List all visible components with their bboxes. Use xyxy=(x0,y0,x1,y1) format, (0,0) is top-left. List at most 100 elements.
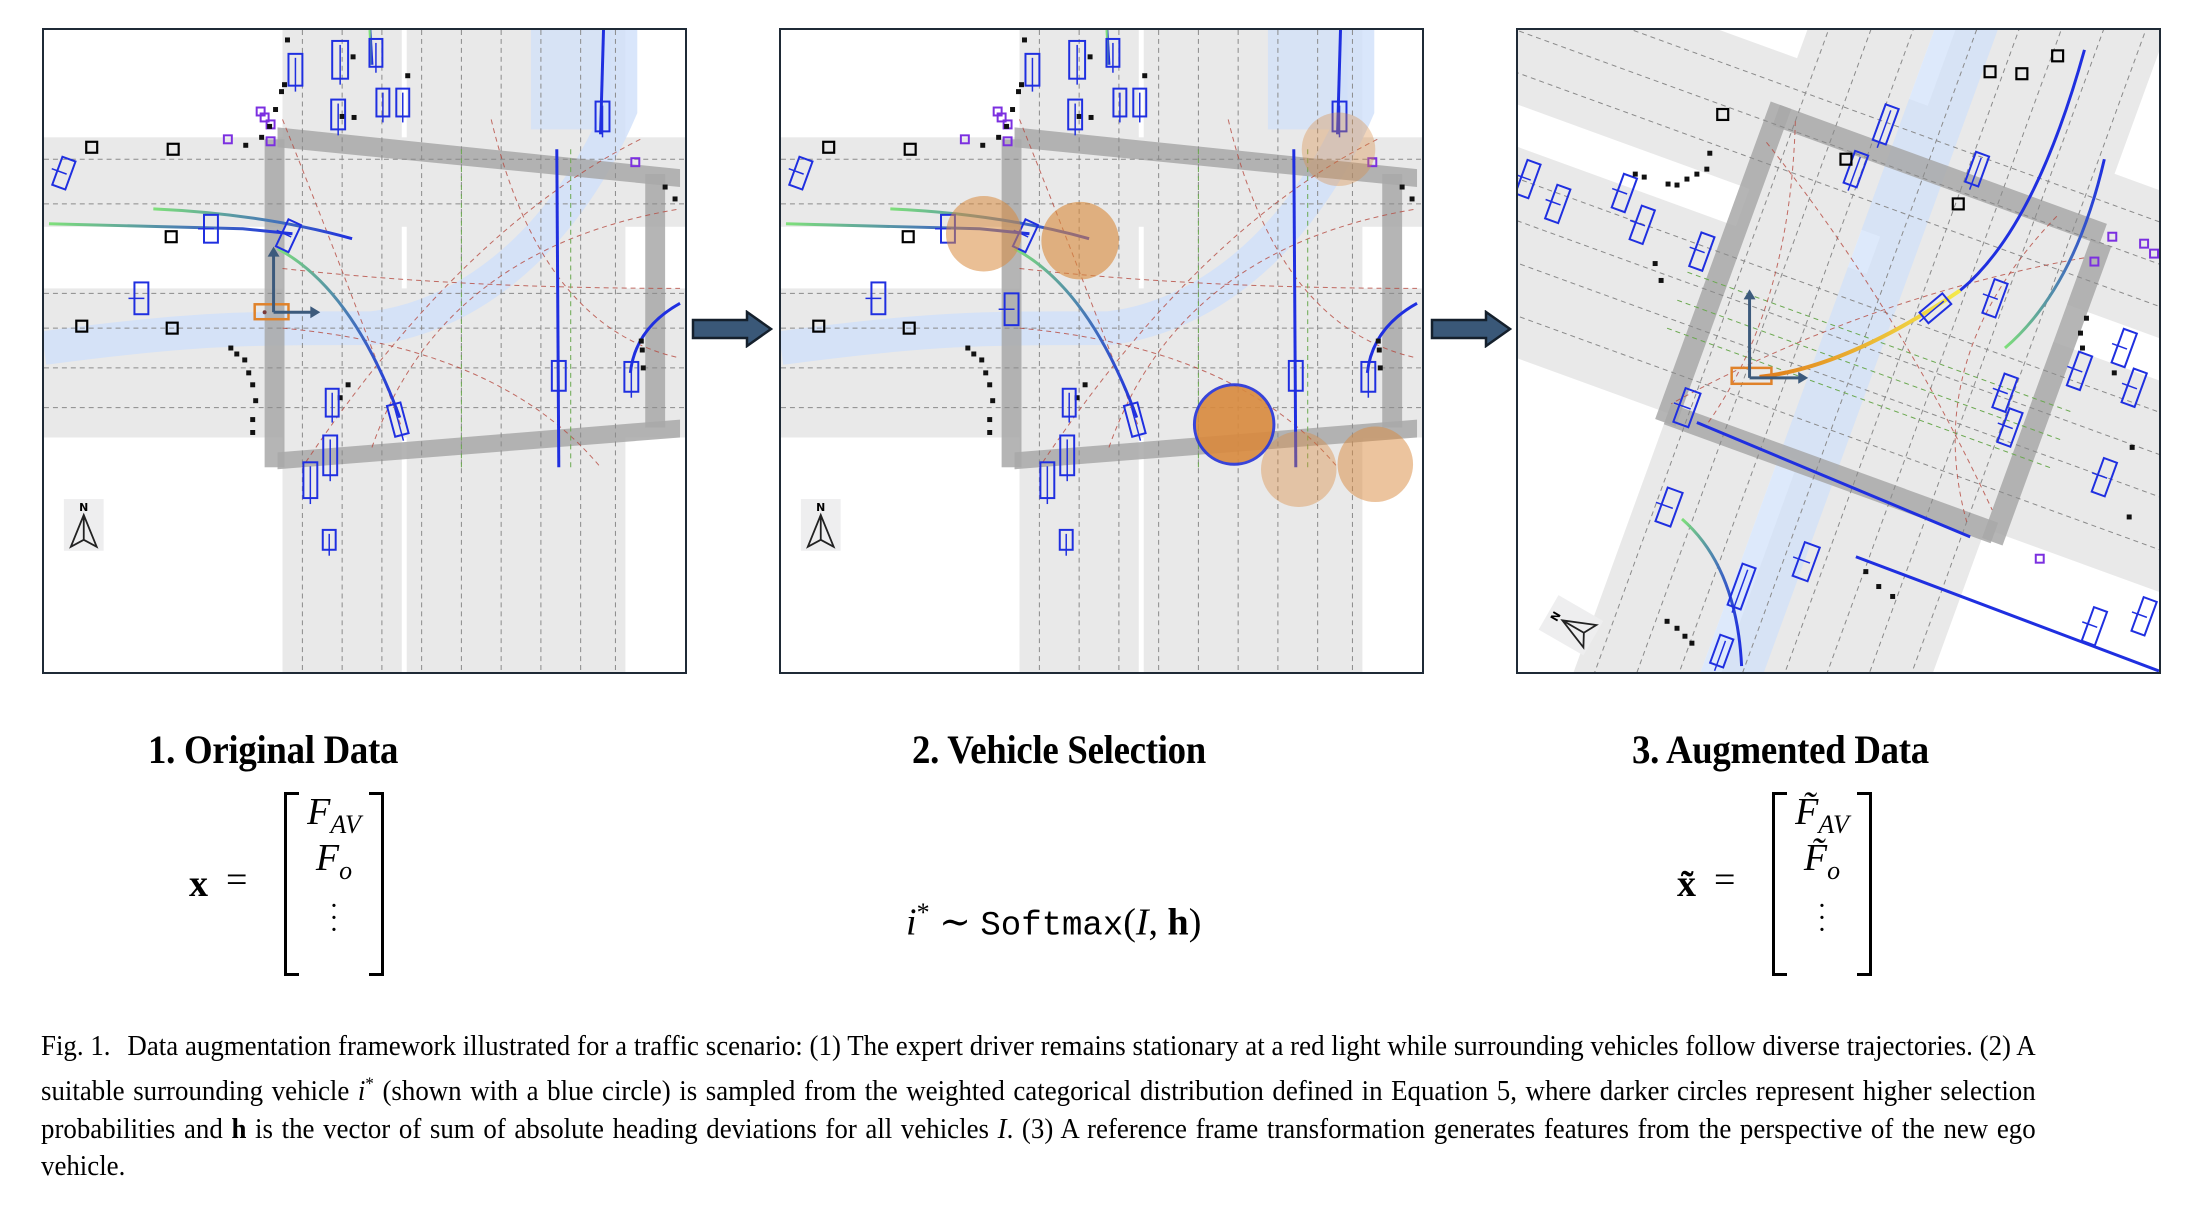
ego-center-point xyxy=(262,310,267,315)
vehicle-box xyxy=(550,359,567,397)
figure-caption: Fig. 1.Data augmentation framework illus… xyxy=(41,1028,2036,1186)
barrier-marker xyxy=(1016,89,1022,95)
left-bracket xyxy=(284,792,299,976)
lane-connector xyxy=(1227,119,1418,359)
barrier-marker xyxy=(1665,181,1671,187)
barrier-marker xyxy=(337,395,343,401)
barrier-marker xyxy=(638,338,644,344)
barrier-marker xyxy=(2079,345,2085,351)
static-object-marker xyxy=(165,321,179,335)
static-object-marker xyxy=(2051,49,2065,63)
vehicle-box xyxy=(2065,350,2094,392)
vertical-ellipsis: ··· xyxy=(1818,895,1826,941)
barrier-marker xyxy=(1377,365,1383,371)
barrier-marker xyxy=(640,365,646,371)
step-title-augmented-data: 3. Augmented Data xyxy=(1632,727,1929,772)
softmax-function: Softmax xyxy=(980,907,1124,946)
barrier-marker xyxy=(1694,171,1700,177)
selected-vehicle-circle xyxy=(1192,383,1276,466)
vehicle-box xyxy=(322,434,339,482)
rotated-map-layer xyxy=(1518,30,2159,672)
barrier-marker xyxy=(259,134,265,140)
distributed-as-symbol: ∼ xyxy=(939,901,971,944)
barrier-marker xyxy=(1375,338,1381,344)
vehicle-trajectory xyxy=(555,149,561,468)
pedestrian-marker xyxy=(2149,248,2159,259)
vehicle-box xyxy=(1963,150,1991,190)
pedestrian-marker xyxy=(2139,238,2150,249)
vehicle-box xyxy=(2080,605,2109,647)
vehicle-box xyxy=(1024,52,1041,92)
vehicle-box xyxy=(198,213,219,244)
vehicle-box xyxy=(1871,103,1900,149)
step-title-vehicle-selection: 2. Vehicle Selection xyxy=(912,727,1206,772)
vehicle-box xyxy=(1991,372,2019,414)
pedestrian-marker xyxy=(996,112,1007,123)
barrier-marker xyxy=(1010,107,1016,112)
vehicle-box xyxy=(1672,386,1702,429)
static-object-marker xyxy=(75,319,89,333)
crosswalk-south xyxy=(1663,403,1999,544)
barrier-marker xyxy=(1641,174,1647,180)
vehicle-box xyxy=(1708,633,1735,671)
vehicle-box xyxy=(1061,387,1077,423)
barrier-marker xyxy=(350,54,356,60)
left-bracket xyxy=(1772,792,1787,976)
vehicle-box xyxy=(375,87,391,123)
barrier-marker xyxy=(1863,569,1869,575)
augmented-data-scene: N xyxy=(1516,28,2161,674)
route-highlight-north xyxy=(1267,30,1348,130)
vehicle-selection-scene: N xyxy=(779,28,1424,674)
barrier-marker xyxy=(243,142,249,148)
flow-arrow-2 xyxy=(1430,309,1513,349)
barrier-marker xyxy=(1876,584,1882,590)
vehicle-trajectory xyxy=(2003,158,2106,350)
static-object-marker xyxy=(1951,197,1965,211)
vehicle-box xyxy=(1287,359,1304,397)
compass-north-icon: N xyxy=(1538,595,1604,656)
pedestrian-marker xyxy=(265,136,276,147)
barrier-marker xyxy=(987,382,993,388)
figure-label: Fig. 1. xyxy=(41,1031,111,1062)
barrier-marker xyxy=(1682,633,1688,639)
candidate-vehicle-circle xyxy=(945,195,1022,272)
vehicle-box xyxy=(274,217,303,254)
barrier-marker xyxy=(1399,184,1405,190)
vehicle-trajectory xyxy=(276,247,402,419)
barrier-marker xyxy=(980,142,986,148)
barrier-marker xyxy=(242,357,248,363)
vehicle-box xyxy=(1068,39,1087,85)
selected-index-var: i xyxy=(906,901,917,944)
vehicle-box xyxy=(998,292,1020,327)
vehicle-box xyxy=(1628,204,1657,246)
vehicle-box xyxy=(1543,183,1572,225)
vehicle-box xyxy=(395,87,411,123)
barrier-marker xyxy=(351,114,357,120)
barrier-marker xyxy=(1088,114,1094,120)
augmented-feature-matrix: F̃AV F̃o ··· xyxy=(1772,791,1872,976)
ego-vehicle-box xyxy=(1730,366,1773,386)
lane-centerline xyxy=(1621,30,1980,672)
barrier-marker xyxy=(405,73,411,79)
vehicle-box xyxy=(1842,149,1870,191)
vehicle-trajectory xyxy=(599,30,605,135)
barrier-marker xyxy=(987,430,993,435)
crosswalk-east xyxy=(1982,239,2112,546)
vehicle-box xyxy=(1654,486,1684,528)
static-object-marker xyxy=(812,319,826,333)
vehicle-box xyxy=(1360,360,1377,398)
lane-connector xyxy=(1671,257,2085,405)
barrier-marker xyxy=(1684,176,1690,182)
barrier-marker xyxy=(1142,73,1148,79)
feature-row-other: Fo xyxy=(315,837,353,885)
right-arrow-icon xyxy=(1430,309,1513,349)
lane-connector xyxy=(490,119,681,359)
right-arrow-icon xyxy=(310,306,321,319)
static-object-marker xyxy=(164,230,178,244)
vehicle-box xyxy=(594,100,611,138)
barrier-marker xyxy=(246,370,252,376)
pedestrian-marker xyxy=(1367,157,1378,168)
pedestrian-marker xyxy=(222,134,233,145)
route-highlight-north xyxy=(530,30,611,130)
static-object-marker xyxy=(901,230,915,244)
